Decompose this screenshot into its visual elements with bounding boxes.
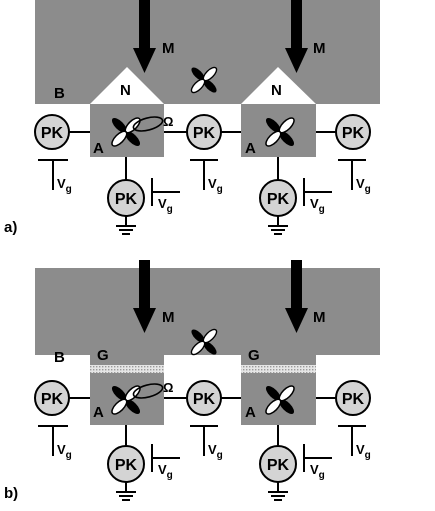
gate-label: G xyxy=(97,347,109,364)
arrow-label: M xyxy=(162,309,175,326)
vg-label: Vg xyxy=(208,176,223,195)
gap xyxy=(35,355,90,365)
omega-label: Ω xyxy=(163,114,173,129)
vg-label: Vg xyxy=(310,196,325,215)
pad-label: A xyxy=(93,404,104,421)
gate-g xyxy=(241,365,316,373)
vg-label: Vg xyxy=(356,442,371,461)
arrow-m xyxy=(133,260,156,333)
pk-node: PK xyxy=(335,380,371,416)
pad-label: A xyxy=(245,140,256,157)
arrow-label: M xyxy=(162,40,175,57)
vg-label: Vg xyxy=(356,176,371,195)
pk-label: PK xyxy=(115,457,138,474)
pk-node: PK xyxy=(186,114,222,150)
ground-icon xyxy=(116,491,136,501)
arrow-label: M xyxy=(313,309,326,326)
pk-label: PK xyxy=(342,125,365,142)
gap xyxy=(316,355,380,365)
band-label: B xyxy=(54,85,65,102)
panel-a: PK PK PK PK PK M M N N B A A Ω Vg Vg Vg … xyxy=(4,0,380,236)
pk-node: PK xyxy=(186,380,222,416)
vg-bracket xyxy=(303,444,332,472)
vg-bracket xyxy=(190,159,218,190)
panel-b: PK PK PK PK PK M M G G B A A Ω Vg Vg Vg … xyxy=(4,260,380,502)
pk-node: PK xyxy=(34,380,70,416)
pk-label: PK xyxy=(193,391,216,408)
vg-label: Vg xyxy=(57,176,72,195)
arrow-m xyxy=(133,0,156,73)
vg-label: Vg xyxy=(158,196,173,215)
arrow-m xyxy=(285,260,308,333)
panel-label: b) xyxy=(4,485,18,502)
vg-bracket xyxy=(151,444,180,472)
ground-icon xyxy=(268,491,288,501)
pk-node: PK xyxy=(259,179,297,217)
triangle-label: N xyxy=(271,82,282,99)
triangle-label: N xyxy=(120,82,131,99)
ground-icon xyxy=(116,225,136,235)
pad-label: A xyxy=(245,404,256,421)
vg-bracket xyxy=(338,159,366,190)
vg-label: Vg xyxy=(57,442,72,461)
pk-label: PK xyxy=(267,457,290,474)
pk-label: PK xyxy=(342,391,365,408)
vg-bracket xyxy=(338,425,366,456)
band-label: B xyxy=(54,349,65,366)
pk-node: PK xyxy=(34,114,70,150)
pad-label: A xyxy=(93,140,104,157)
panel-label: a) xyxy=(4,219,17,236)
pk-label: PK xyxy=(193,125,216,142)
pk-label: PK xyxy=(115,191,138,208)
gate-g xyxy=(90,365,164,373)
arrow-label: M xyxy=(313,40,326,57)
pk-label: PK xyxy=(267,191,290,208)
vg-label: Vg xyxy=(208,442,223,461)
gate-label: G xyxy=(248,347,260,364)
ground-icon xyxy=(268,225,288,235)
vg-bracket xyxy=(38,159,68,190)
gap xyxy=(164,355,241,365)
vg-label: Vg xyxy=(158,462,173,481)
pk-node: PK xyxy=(107,179,145,217)
pk-node: PK xyxy=(259,445,297,483)
arrow-m xyxy=(285,0,308,73)
pk-label: PK xyxy=(41,125,64,142)
vg-bracket xyxy=(303,178,332,206)
vg-label: Vg xyxy=(310,462,325,481)
pk-label: PK xyxy=(41,391,64,408)
vg-bracket xyxy=(190,425,218,456)
omega-loop xyxy=(132,383,164,399)
pk-node: PK xyxy=(335,114,371,150)
omega-loop xyxy=(132,116,164,132)
omega-label: Ω xyxy=(163,380,173,395)
vg-bracket xyxy=(151,178,180,206)
triangle-n xyxy=(90,67,164,104)
triangle-n xyxy=(241,67,316,104)
vg-bracket xyxy=(38,425,68,456)
pk-node: PK xyxy=(107,445,145,483)
